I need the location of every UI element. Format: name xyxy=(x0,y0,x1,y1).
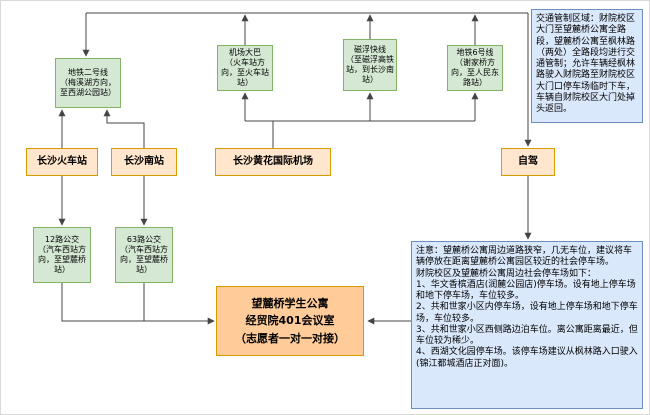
note-traffic-control: 交通管制区域：财院校区大门至望麓桥公寓全路段，望麓桥公寓至枫林路（两处）全路段均… xyxy=(531,9,643,123)
node-bus-63: 63路公交 （汽车西站方向，至望麓桥站） xyxy=(115,227,173,283)
node-changsha-railway-station: 长沙火车站 xyxy=(26,148,98,176)
node-destination-apartment: 望麓桥学生公寓 经贸院401会议室 （志愿者一对一对接） xyxy=(216,286,364,356)
node-airport-bus: 机场大巴 （火车站方向，至火车站站） xyxy=(217,45,273,91)
edge-bus12-to-destination xyxy=(61,283,215,325)
node-metro-line2: 地铁二号线 （梅溪湖方向，至西湖公园站） xyxy=(55,58,121,108)
edge-south-to-metro2 xyxy=(103,109,145,148)
node-maglev-express: 磁浮快线 （至磁浮高铁站，到长沙南站） xyxy=(343,39,397,91)
node-metro-line6: 地铁6号线 （谢家桥方向，至人民东路站） xyxy=(447,45,503,91)
note-parking-info: 注意：望麓桥公寓周边道路狭窄，几无车位，建议将车辆停放在距离望麓桥公寓园区较近的… xyxy=(411,241,643,409)
node-changsha-south-station: 长沙南站 xyxy=(111,148,177,176)
node-huanghua-airport: 长沙黄花国际机场 xyxy=(215,148,331,176)
node-bus-12: 12路公交 （汽车西站方向，至望麓桥站） xyxy=(33,227,91,283)
node-self-drive: 自驾 xyxy=(501,148,555,176)
